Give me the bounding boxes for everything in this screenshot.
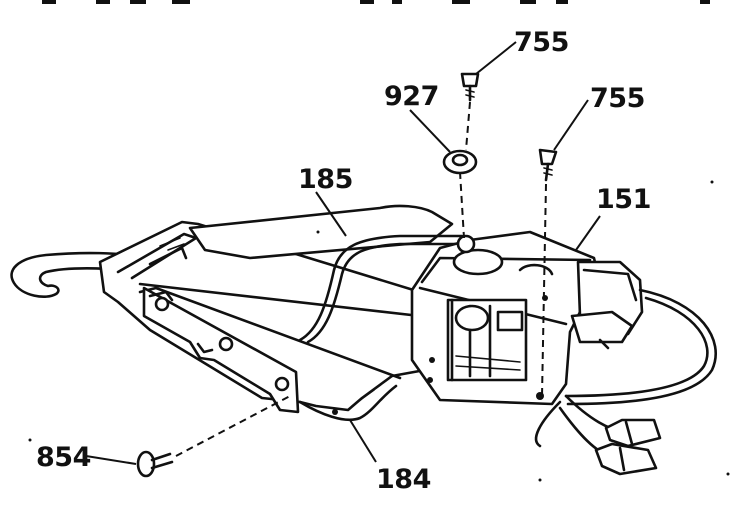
hook <box>10 251 152 298</box>
callout-screw-left: 854 <box>36 442 91 473</box>
upper-plate <box>188 204 454 260</box>
top-edge-marks <box>42 0 710 4</box>
callout-wire-spring: 185 <box>298 164 353 195</box>
lead-wires <box>534 288 717 476</box>
screw-right-icon <box>538 148 558 182</box>
callout-base-bracket: 184 <box>376 464 431 495</box>
leader-lines <box>85 41 601 465</box>
callout-motor-bracket: 151 <box>596 184 651 215</box>
motor-bracket <box>410 230 644 406</box>
wire-spring <box>298 234 464 342</box>
callout-screw-right: 755 <box>590 83 645 114</box>
screw-left-icon <box>136 450 174 478</box>
wire-spring-inner <box>306 242 466 344</box>
screw-top-icon <box>460 72 480 102</box>
callout-washer: 927 <box>384 81 439 112</box>
callout-screw-top: 755 <box>514 27 569 58</box>
